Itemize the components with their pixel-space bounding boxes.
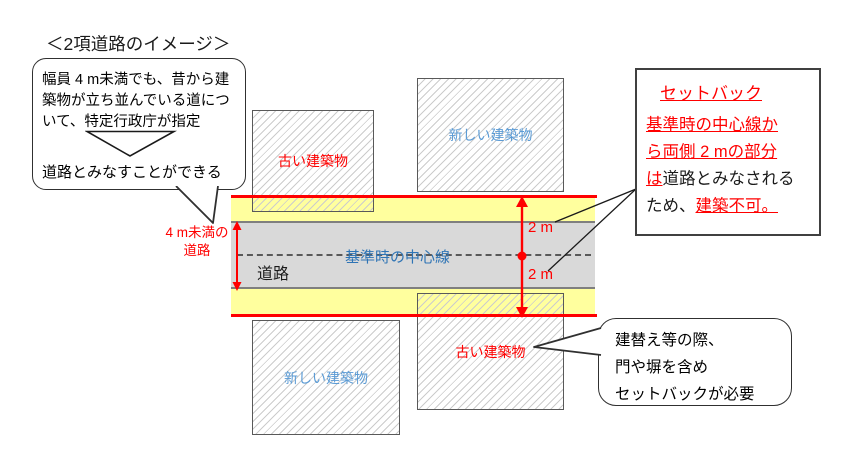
rebuild-speech-bubble: 建替え等の際、 門や塀を含め セットバックが必要 [598,318,792,406]
rule-speech-bubble: 幅員 4 m未満でも、昔から建 築物が立ち並んでいる道につ いて、特定行政庁が指… [32,58,246,190]
setback-box-line2: ら両側 2 mの部分 [646,139,777,166]
dimension-label-top: 2 m [528,219,554,236]
setback-text-red: 建築不可。 [695,197,779,215]
setback-text-black: 道路とみなされる [662,170,795,188]
road-width-note-line2: 道路 [183,243,211,258]
setback-text-black: ため、 [646,197,696,215]
building-new-bottom-left: 新しい建築物 [252,320,400,435]
setback-info-box: セットバック 基準時の中心線か ら両側 2 mの部分 は道路とみなされる ため、… [635,68,821,236]
building-label: 新しい建築物 [448,127,533,143]
setback-box-line4: ため、建築不可。 [646,193,778,220]
setback-text-red: 基準時の中心線か [646,116,778,134]
bubble-line1: 幅員 4 m未満でも、昔から建 [42,72,230,88]
rule-bubble-tail [175,186,219,224]
setback-box-title: セットバック [660,84,762,103]
road-centerline [237,254,591,256]
bubble-line1: 建替え等の際、 [615,332,724,349]
setback-text-red: ら両側 2 mの部分 [646,143,778,161]
dimension-label-bottom: 2 m [528,266,554,283]
diagram-title: ＜2項道路のイメージ＞ [46,34,231,54]
building-label: 古い建築物 [455,343,526,360]
building-new-top-right: 新しい建築物 [417,78,564,192]
road-width-arrow [232,221,242,291]
setback-dimension-arrow [516,196,528,318]
centerline-label: 基準時の中心線 [345,249,451,266]
building-label: 古い建築物 [278,153,348,169]
road-width-note-line1: 4 m未満の [165,225,229,240]
bubble-line2: 築物が立ち並んでいる道につ [42,93,230,109]
setback-callout-lines [547,188,637,272]
setback-limit-line-top [231,195,597,198]
implies-triangle-icon [85,130,177,157]
building-label: 新しい建築物 [284,369,368,386]
bubble-line2: 門や塀を含め [615,359,709,376]
road-surface-label: 道路 [257,266,290,283]
bubble-line3: いて、特定行政庁が指定 [42,114,201,130]
setback-text-red: は [646,170,663,188]
setback-limit-line-bottom [231,314,597,317]
bubble-conclusion: 道路とみなすことができる [42,164,222,181]
setback-box-line1: 基準時の中心線か [646,112,778,139]
bubble-line3: セットバックが必要 [615,386,755,403]
road-width-note: 4 m未満の 道路 [158,224,236,260]
building-old-bottom-right: 古い建築物 [417,293,564,410]
setback-box-line3: は道路とみなされる [646,166,795,193]
rebuild-bubble-tail [533,327,602,356]
